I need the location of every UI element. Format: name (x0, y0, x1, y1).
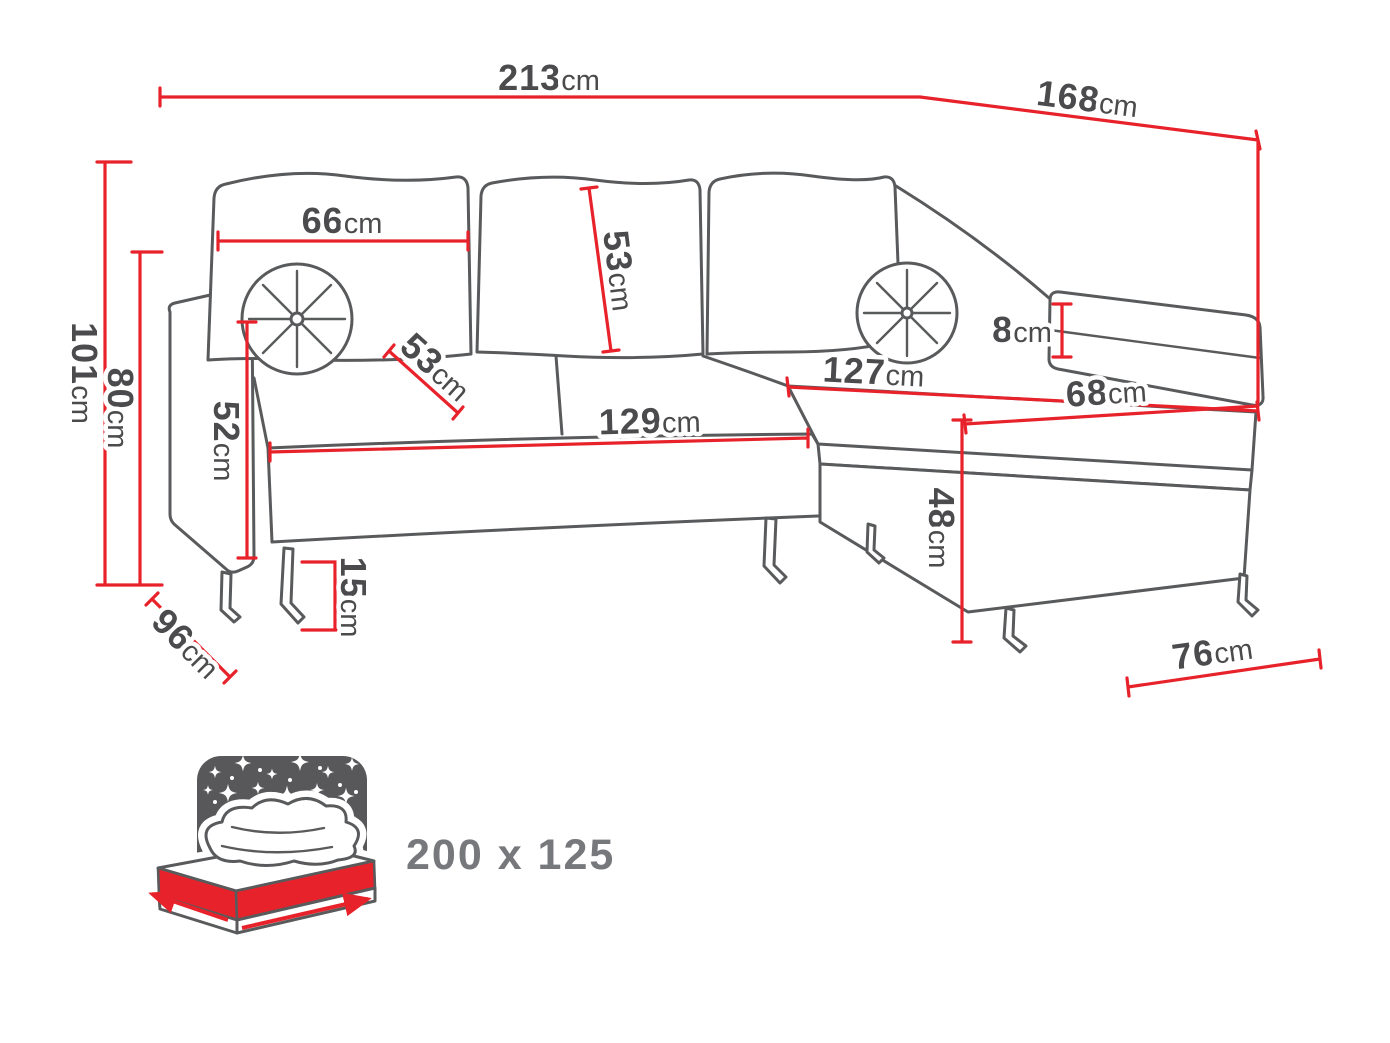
sofa-leg (1002, 606, 1028, 654)
sofa-leg (1236, 572, 1260, 618)
corner-seat-seam (701, 354, 790, 388)
dim-back-cushion-width-label: 66cm (302, 200, 383, 241)
dim-side-length: 168cm (918, 68, 1262, 404)
duvet-folds (220, 825, 334, 854)
sofa-leg (865, 522, 886, 565)
sofa-leg (219, 570, 242, 624)
dim-backrest-height-label: 80cm (100, 368, 141, 449)
dim-total-width: 213cm (158, 53, 922, 108)
left-armrest (167, 289, 256, 574)
round-cushion-right (855, 261, 959, 365)
dim-back-cushion-width: 66cm (216, 196, 470, 252)
dim-chaise-width: 76cm (1125, 627, 1323, 698)
dim-seat-depth: 53cm (382, 320, 479, 421)
bed-width-arrow (148, 890, 229, 922)
dim-seat-width: 129cm (268, 395, 810, 463)
back-cushion-corner (705, 171, 903, 356)
back-cushion-middle (475, 175, 705, 360)
seat-split-line (554, 354, 564, 436)
dim-armrest-width-label: 8cm (992, 309, 1052, 350)
dim-seat-width-label: 129cm (598, 399, 701, 443)
seat-front-face (266, 446, 820, 544)
seat-front-edge (266, 432, 820, 450)
bed-length-arrow (241, 892, 372, 930)
dim-total-width-label: 213cm (498, 57, 600, 98)
dim-side-length-label: 168cm (1035, 72, 1141, 125)
dim-chaise-seat-length: 68cm (962, 366, 1260, 435)
fold-out-bed (148, 797, 377, 935)
dim-armrest-width: 8cm (988, 302, 1073, 359)
sleeping-function-icon: 200 x 125 (148, 752, 617, 935)
chaise-front-face (818, 462, 1252, 614)
sleeping-area-size-label: 200 x 125 (406, 831, 615, 879)
dim-total-height: 101cm (60, 160, 133, 587)
dimension-lines: 213cm 168cm 101cm 80cm 66cm (60, 53, 1323, 698)
dim-armrest-height: 52cm (202, 320, 258, 560)
dim-base-depth-label: 96cm (144, 600, 230, 686)
dim-chaise-height: 48cm (917, 418, 973, 644)
dim-leg-height-label: 15cm (333, 557, 374, 638)
dim-total-height-label: 101cm (64, 322, 105, 424)
sofa-leg (279, 546, 306, 625)
dim-chaise-length: 127cm (785, 344, 1261, 422)
dim-leg-height: 15cm (300, 552, 379, 642)
round-cushion-left (240, 262, 354, 376)
sofa-line-drawing (167, 171, 1265, 654)
dim-armrest-height-label: 52cm (206, 401, 247, 482)
sofa-leg (762, 516, 788, 585)
seat-left-edge (252, 376, 270, 450)
dim-chaise-height-label: 48cm (921, 488, 962, 569)
dim-chaise-seat-length-label: 68cm (1064, 368, 1147, 415)
right-armrest (1047, 290, 1265, 407)
right-armrest-ridge (1048, 328, 1262, 360)
dim-chaise-length-label: 127cm (822, 348, 926, 394)
corner-back-edge (894, 184, 1051, 300)
dim-backrest-height: 80cm (96, 250, 164, 587)
